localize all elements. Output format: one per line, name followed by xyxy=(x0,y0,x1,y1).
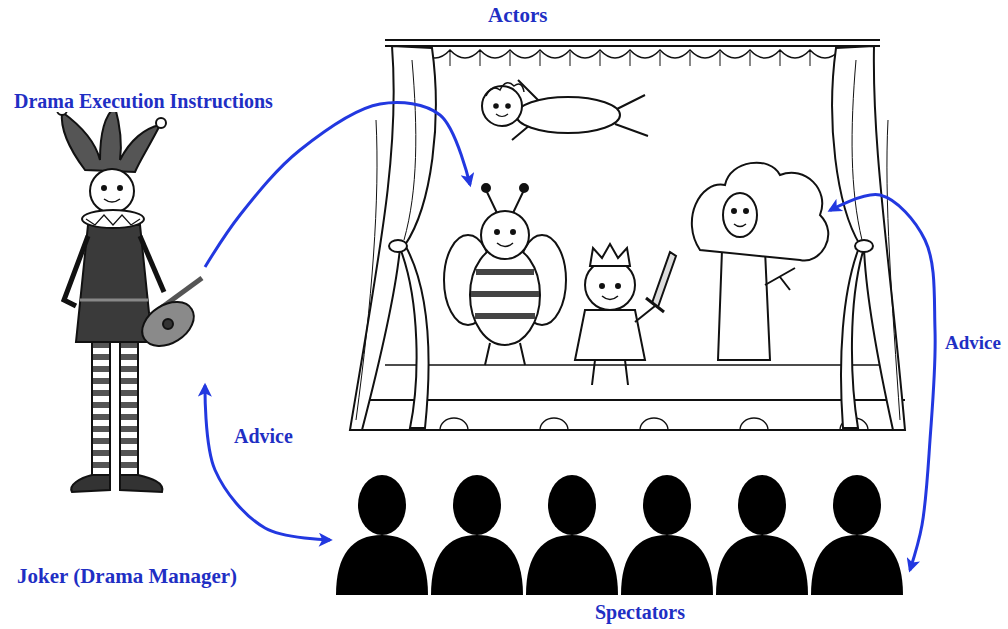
spectator-silhouette xyxy=(336,475,903,595)
spectator-silhouette xyxy=(738,475,786,535)
spectator-silhouette xyxy=(643,475,691,535)
joker-figure xyxy=(71,475,110,492)
tree-actor xyxy=(732,209,736,213)
joker-figure xyxy=(120,475,162,492)
prince-actor xyxy=(635,306,655,322)
tree-actor xyxy=(765,268,795,290)
stage-curtain xyxy=(389,240,407,252)
flying-actor xyxy=(482,80,648,140)
joker-figure xyxy=(80,299,148,302)
bee-actor xyxy=(486,190,524,213)
flying-actor xyxy=(512,80,648,140)
prince-actor xyxy=(585,260,635,310)
spectator-silhouette xyxy=(811,535,903,595)
stage-frame xyxy=(450,52,810,66)
stage-curtain xyxy=(855,240,873,252)
stage-frame xyxy=(440,418,868,430)
bee-actor xyxy=(444,184,566,365)
node-label: Joker (Drama Manager) xyxy=(17,565,237,588)
prince-actor xyxy=(602,296,618,300)
tree-actor xyxy=(744,209,748,213)
stage-frame xyxy=(385,39,880,41)
connector-arrow xyxy=(205,385,330,540)
joker-figure xyxy=(57,100,202,492)
spectator-silhouette xyxy=(526,535,618,595)
joker-figure xyxy=(90,169,134,213)
edge-label: Drama Execution Instructions xyxy=(12,90,275,112)
stage-curtain xyxy=(356,60,416,420)
prince-actor xyxy=(592,360,628,385)
spectator-silhouette xyxy=(358,475,406,535)
joker-figure xyxy=(134,293,202,355)
actors-area: Actors xyxy=(470,4,830,434)
prince-actor xyxy=(575,244,676,385)
joker-figure xyxy=(156,118,166,128)
bee-actor xyxy=(495,230,499,234)
spectator-silhouette xyxy=(548,475,596,535)
tree-actor xyxy=(734,224,746,227)
prince-actor xyxy=(652,252,676,307)
stage-frame xyxy=(360,399,905,401)
prince-actor xyxy=(646,298,664,312)
stage-frame xyxy=(360,40,905,430)
bee-actor xyxy=(520,184,528,192)
node-label: Actors xyxy=(488,4,547,27)
spectators-area: Spectators xyxy=(330,455,910,625)
flying-actor xyxy=(506,104,510,108)
joker-figure xyxy=(102,186,106,190)
edge-label: Advice xyxy=(232,425,295,447)
tree-actor xyxy=(723,193,757,237)
joker-figure xyxy=(92,338,110,476)
tree-actor xyxy=(692,163,828,360)
stage-curtain xyxy=(350,46,905,430)
spectator-silhouette xyxy=(621,535,713,595)
prince-actor xyxy=(590,244,630,266)
spectator-silhouette xyxy=(716,535,808,595)
flying-actor xyxy=(494,104,498,108)
joker-figure xyxy=(120,338,138,476)
tree-actor xyxy=(718,250,770,360)
node-label: Spectators xyxy=(595,601,685,623)
bee-actor xyxy=(497,243,513,247)
bee-actor xyxy=(485,343,525,365)
stage-curtain xyxy=(852,60,900,420)
edge-label: Advice xyxy=(943,333,1003,354)
prince-actor xyxy=(600,284,604,288)
spectator-silhouette xyxy=(453,475,501,535)
stage-frame xyxy=(385,364,885,366)
joker-figure xyxy=(118,186,122,190)
joker-figure xyxy=(86,215,140,225)
connector-arrow xyxy=(205,103,470,267)
bee-actor xyxy=(471,272,539,316)
spectator-silhouette xyxy=(431,535,523,595)
joker-figure xyxy=(110,100,120,110)
connector-arrow xyxy=(830,195,935,570)
joker-figure xyxy=(64,236,88,306)
joker-figure xyxy=(57,105,67,115)
joker-figure xyxy=(104,199,120,202)
bee-actor xyxy=(511,230,515,234)
stage-frame xyxy=(360,429,905,431)
flying-actor xyxy=(486,83,524,96)
spectator-silhouette xyxy=(336,535,428,595)
joker-figure xyxy=(163,319,173,329)
joker-figure xyxy=(82,210,144,228)
joker-figure xyxy=(62,107,160,172)
flying-actor xyxy=(516,97,620,133)
stage-frame xyxy=(385,45,880,47)
flying-actor xyxy=(496,114,508,117)
bee-actor xyxy=(481,211,529,259)
prince-actor xyxy=(575,310,645,360)
tree-actor xyxy=(692,163,828,261)
bee-actor xyxy=(482,184,490,192)
joker-area: Joker (Drama Manager) xyxy=(40,105,205,500)
joker-figure xyxy=(140,236,164,292)
prince-actor xyxy=(616,284,620,288)
spectator-silhouette xyxy=(833,475,881,535)
stage-curtain xyxy=(832,46,905,430)
